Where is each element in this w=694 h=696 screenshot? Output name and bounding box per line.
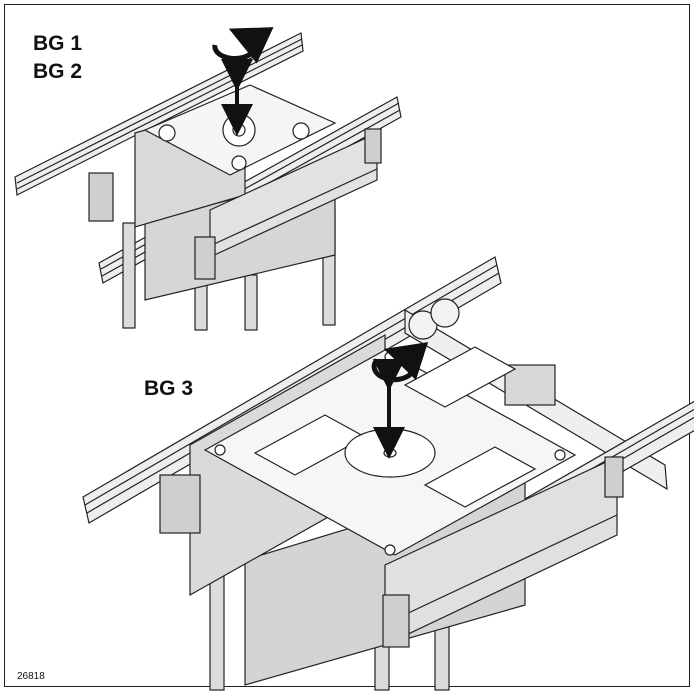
label-bg1: BG 1 — [33, 32, 83, 55]
rotate-arrow-icon — [212, 27, 274, 64]
figure-frame: BG 1 BG 2 BG 3 26818 — [4, 4, 694, 691]
upper-lift-rotate-unit — [14, 32, 402, 331]
figure-number: 26818 — [17, 671, 45, 682]
label-bg2: BG 2 — [33, 60, 83, 83]
technical-illustration — [14, 27, 694, 691]
label-bg3: BG 3 — [144, 377, 194, 400]
lower-lift-rotate-unit — [82, 256, 694, 691]
